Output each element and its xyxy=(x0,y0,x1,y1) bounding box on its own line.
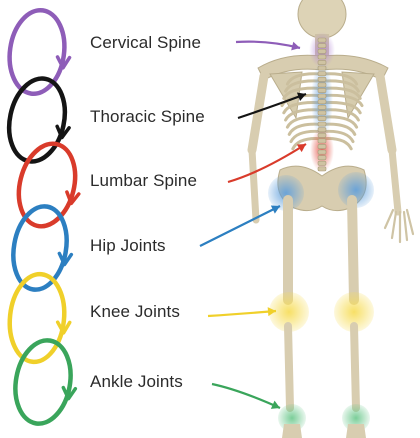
vertebra xyxy=(317,99,327,105)
ring-arrow-tip xyxy=(55,320,72,335)
vertebra xyxy=(317,82,327,88)
pointer-arrowhead xyxy=(267,307,276,317)
vertebra xyxy=(317,132,327,138)
right-humerus xyxy=(375,71,397,155)
loop-rings xyxy=(6,7,81,426)
right-forearm xyxy=(388,146,402,216)
left-hip-highlight xyxy=(268,175,304,211)
vertebra xyxy=(317,160,327,166)
vertebra xyxy=(317,71,327,77)
left-knee-highlight xyxy=(269,292,309,332)
ring-4 xyxy=(11,204,74,292)
vertebra xyxy=(317,121,327,127)
right-tibia xyxy=(350,322,360,412)
pointer-lines xyxy=(199,40,307,410)
vertebra xyxy=(317,149,327,155)
ring-loop xyxy=(7,271,67,365)
label-lumbar-spine: Lumbar Spine xyxy=(90,171,198,190)
left-humerus xyxy=(247,71,269,155)
vertebra xyxy=(317,37,327,43)
left-forearm xyxy=(248,146,260,224)
ring-arrow-tip xyxy=(55,55,72,70)
pointer-line-4 xyxy=(199,205,281,247)
pointer-arrowhead xyxy=(291,41,300,51)
pointer-line-6 xyxy=(211,382,281,410)
right-hand xyxy=(383,208,415,244)
right-knee-highlight xyxy=(334,292,374,332)
vertebra xyxy=(317,65,327,71)
ring-loop xyxy=(16,141,78,229)
vertebra xyxy=(317,138,327,144)
pointer-arrowhead xyxy=(296,144,306,153)
ring-loop xyxy=(7,7,67,97)
pointer-line-3 xyxy=(227,143,307,184)
ring-arrow-tip xyxy=(65,190,81,206)
vertebra xyxy=(317,93,327,99)
ring-2 xyxy=(6,76,71,164)
ring-arrow-tip xyxy=(57,251,74,267)
label-ankle-joints: Ankle Joints xyxy=(90,372,183,391)
label-thoracic-spine: Thoracic Spine xyxy=(90,107,205,126)
pointer-line-1 xyxy=(235,40,301,50)
ring-loop xyxy=(13,338,73,426)
vertebrae xyxy=(317,37,327,172)
vertebra xyxy=(317,116,327,121)
vertebra xyxy=(317,48,327,54)
pointer-arrowhead xyxy=(270,205,280,214)
ring-arrow-tip xyxy=(55,124,71,140)
vertebra xyxy=(317,88,327,93)
vertebra xyxy=(317,54,327,60)
ring-6 xyxy=(13,338,78,426)
vertebra xyxy=(317,144,327,149)
right-femur xyxy=(347,195,359,305)
ring-loop xyxy=(11,204,69,292)
label-knee-joints: Knee Joints xyxy=(90,302,180,321)
label-hip-joints: Hip Joints xyxy=(90,236,166,255)
skeleton-illustration xyxy=(247,0,415,438)
ring-3 xyxy=(16,141,81,229)
pointer-arrowhead xyxy=(296,92,306,101)
pointer-arrowhead xyxy=(270,400,280,409)
vertebra xyxy=(317,104,327,110)
ring-1 xyxy=(7,7,72,97)
right-hip-highlight xyxy=(338,172,374,208)
vertebra xyxy=(317,60,327,65)
left-foot xyxy=(282,424,302,438)
vertebra xyxy=(317,43,327,49)
pointer-line-5 xyxy=(207,309,277,318)
ring-arrow-tip xyxy=(61,385,78,401)
vertebra xyxy=(317,155,327,161)
vertebra xyxy=(317,76,327,82)
vertebra xyxy=(317,110,327,116)
left-tibia xyxy=(284,322,294,412)
label-cervical-spine: Cervical Spine xyxy=(90,33,202,52)
right-foot xyxy=(346,424,366,438)
vertebra xyxy=(317,166,327,172)
vertebra xyxy=(317,127,327,133)
ring-5 xyxy=(7,271,72,365)
